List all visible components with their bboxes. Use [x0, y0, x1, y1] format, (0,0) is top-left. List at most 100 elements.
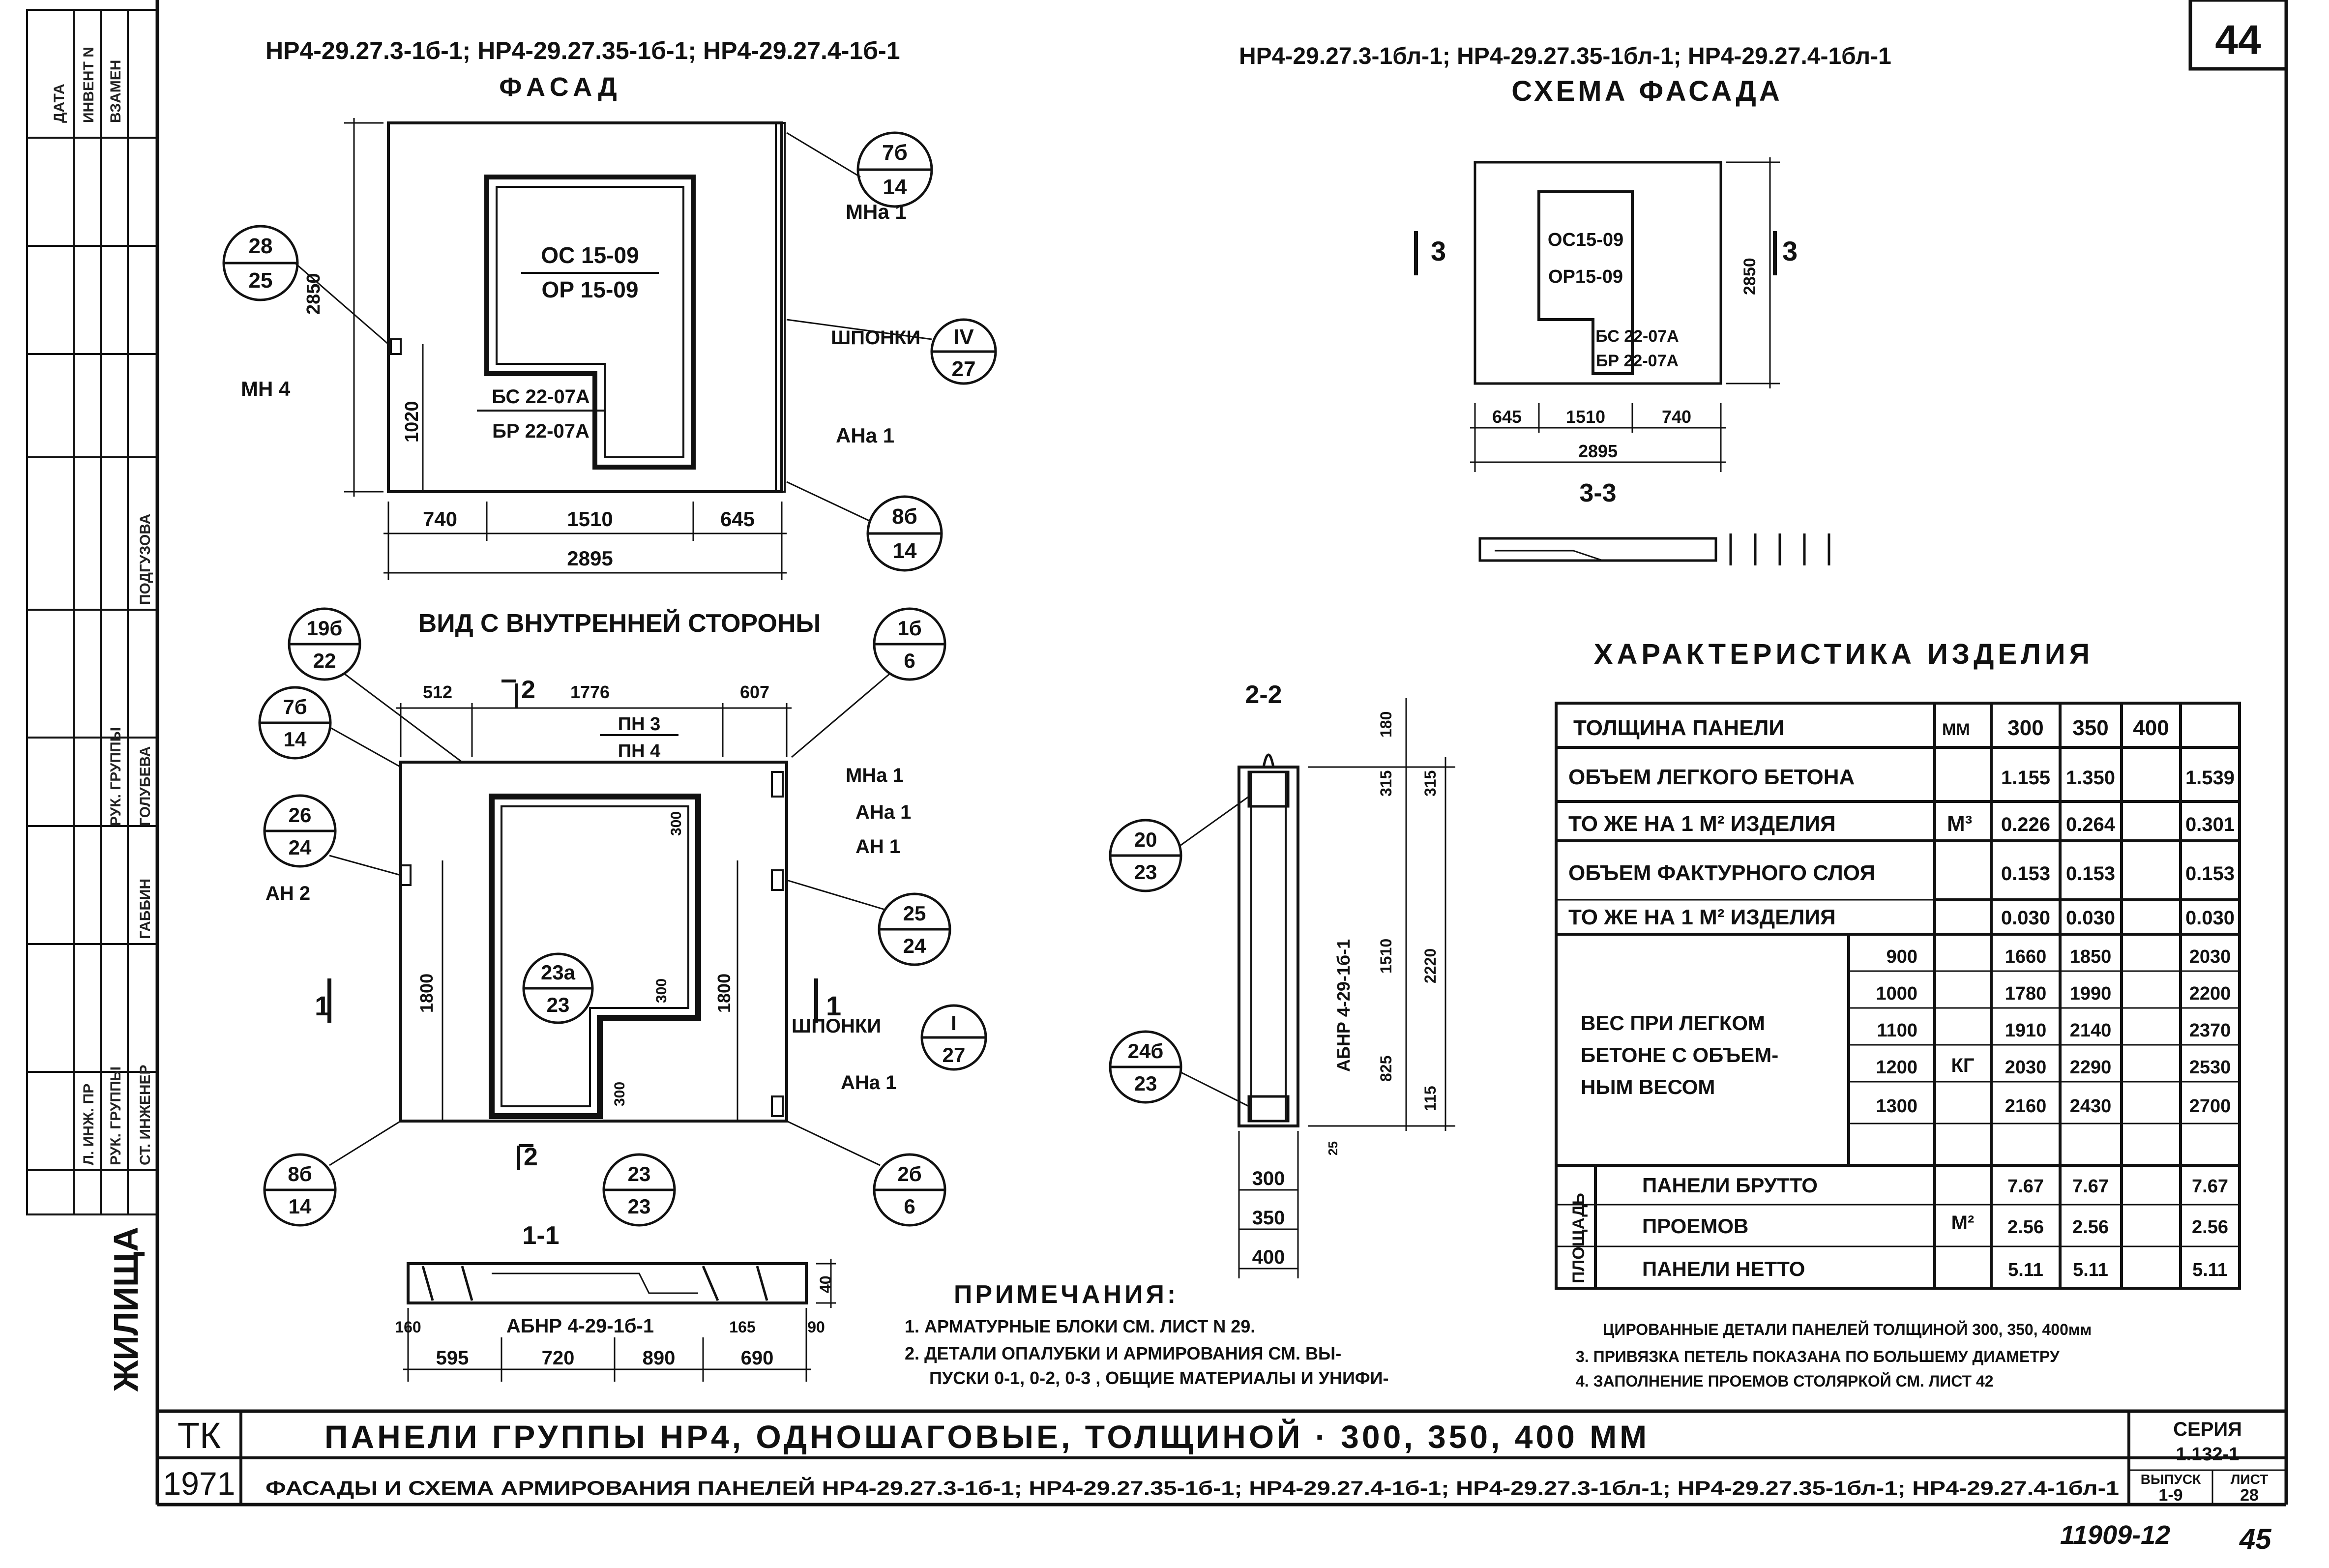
stamp-row: ВЗАМЕН	[108, 60, 124, 123]
weight-density: 1200	[1876, 1057, 1917, 1078]
facade-total-width: 2895	[567, 547, 613, 570]
callout	[258, 686, 401, 768]
section22-dim: 315	[1377, 770, 1395, 797]
scheme-label: БР 22-07А	[1596, 352, 1679, 370]
stamp-row: ИНВЕНТ N	[81, 47, 97, 123]
stamp-row: РУК. ГРУППЫ	[108, 727, 124, 826]
stamp-row: ГАББИН	[137, 879, 153, 939]
stamp-rows: ДАТА ИНВЕНТ N ВЗАМЕН ПОДГУЗОВА РУК. ГРУП…	[51, 47, 153, 1165]
sheet-label: ЛИСТ	[2231, 1472, 2268, 1487]
weight-value: 1780	[2005, 983, 2047, 1004]
table-header-value: 300	[2007, 716, 2043, 740]
callout-top: 7б	[882, 141, 908, 165]
weight-value: 2700	[2189, 1096, 2231, 1117]
area-value: 2.56	[2007, 1217, 2044, 1238]
area-value: 5.11	[2073, 1260, 2108, 1280]
scheme-label: БС 22-07А	[1595, 327, 1679, 346]
section11-drawing	[403, 1259, 836, 1382]
section22-dim: 180	[1377, 711, 1395, 738]
inner-height: 1800	[416, 974, 437, 1013]
callout	[263, 794, 401, 876]
callout	[920, 1004, 987, 1071]
note-line: 4. ЗАПОЛНЕНИЕ ПРОЕМОВ СТОЛЯРКОЙ СМ. ЛИСТ…	[1576, 1372, 1994, 1390]
section11-bottom-dim: 890	[643, 1347, 676, 1369]
callout-bottom: 14	[883, 175, 907, 199]
door-label-top: БС 22-07А	[492, 386, 590, 408]
section-mark: 2	[524, 1143, 538, 1171]
section22-dim: 115	[1421, 1086, 1439, 1111]
series-label: СЕРИЯ	[2173, 1419, 2242, 1440]
callout-bottom: 25	[249, 268, 273, 293]
facade-label: ШПОНКИ	[831, 327, 920, 349]
section22-dim: 825	[1377, 1056, 1395, 1082]
window-label-top: ОС 15-09	[541, 242, 639, 268]
callout	[288, 607, 463, 763]
volume-row-label: ОБЪЕМ ФАКТУРНОГО СЛОЯ	[1568, 861, 1875, 885]
weight-value: 2160	[2005, 1096, 2047, 1117]
inner-top-label: ПН 4	[618, 741, 660, 762]
section11-dim: 165	[729, 1318, 755, 1336]
callout-top: 26	[289, 803, 312, 827]
section11-dim: 40	[817, 1275, 834, 1293]
table-header-value: 350	[2072, 716, 2108, 740]
area-label: ПЛОЩАДЬ	[1569, 1193, 1588, 1283]
callout-top: 23	[628, 1162, 651, 1185]
scheme-label: ОС15-09	[1548, 230, 1623, 250]
approval-stamp	[26, 9, 158, 1215]
section22-thickness: 350	[1252, 1207, 1285, 1229]
callout-top: 8б	[892, 504, 917, 529]
volume-row-value: 0.153	[2066, 863, 2115, 885]
callout-bottom: 6	[904, 649, 915, 672]
note-line: 3. ПРИВЯЗКА ПЕТЕЛЬ ПОКАЗАНА ПО БОЛЬШЕМУ …	[1576, 1348, 2060, 1365]
weight-value: 1660	[2005, 947, 2047, 967]
section11-dim: 90	[807, 1318, 825, 1336]
title-block-text: ТК 1971 ПАНЕЛИ ГРУППЫ НР4, ОДНОШАГОВЫЕ, …	[163, 1415, 2269, 1505]
scheme-dim: 645	[1492, 407, 1522, 427]
weight-value: 1850	[2070, 947, 2112, 967]
weight-value: 2030	[2005, 1057, 2047, 1078]
door-label-bottom: БР 22-07А	[492, 420, 590, 442]
callout-bottom: 22	[313, 649, 336, 672]
callout-bottom: 23	[547, 993, 570, 1016]
volume-row-label: ТО ЖЕ НА 1 М² ИЗДЕЛИЯ	[1568, 905, 1836, 929]
section22-thickness: 300	[1252, 1168, 1285, 1189]
characteristics-text: ТОЛЩИНА ПАНЕЛИ ММ 300 350 400 ОБЪЕМ ЛЕГК…	[1568, 716, 2235, 1283]
area-value: 5.11	[2008, 1260, 2043, 1280]
inner-right-label: АН 1	[855, 836, 900, 858]
weight-value: 1910	[2005, 1020, 2047, 1041]
section11-bottom-dim: 720	[542, 1347, 575, 1369]
area-row-label: ПАНЕЛИ БРУТТО	[1642, 1174, 1818, 1197]
section22-dim: 1510	[1377, 939, 1395, 974]
callout-top: 23а	[541, 961, 576, 984]
area-unit: М²	[1951, 1212, 1975, 1234]
facade-dim-1: 740	[423, 507, 457, 531]
scheme-section-mark: 3	[1431, 236, 1446, 266]
stamp-row: ПОДГУЗОВА	[137, 514, 153, 605]
issue-label: ВЫПУСК	[2141, 1472, 2201, 1487]
callout-bottom: 24	[289, 836, 312, 859]
callout	[263, 1120, 401, 1227]
sheet-frame	[155, 0, 2288, 1507]
area-row-label: ПРОЕМОВ	[1642, 1214, 1748, 1238]
callout-top: IV	[953, 325, 974, 349]
callout	[786, 131, 933, 208]
callout	[786, 879, 951, 966]
table-header-value: 400	[2133, 716, 2169, 740]
stamp-vertical-label: ЖИЛИЩА	[107, 1227, 145, 1392]
callout	[786, 481, 943, 572]
issue-value: 1-9	[2158, 1486, 2182, 1505]
sheet-value: 28	[2240, 1486, 2259, 1505]
inner-top-dim: 1776	[570, 682, 610, 702]
note-line: ЦИРОВАННЫЕ ДЕТАЛИ ПАНЕЛЕЙ ТОЛЩИНОЙ 300, …	[1603, 1321, 2092, 1338]
stamp-row: Л. ИНЖ. ПР	[81, 1084, 97, 1165]
scheme-section-title: 3-3	[1579, 479, 1616, 507]
scheme-dim: 1510	[1566, 407, 1605, 427]
scheme-section-mark: 3	[1782, 236, 1798, 266]
callout-top: 7б	[283, 695, 307, 718]
scheme-height-dim: 2850	[1740, 258, 1759, 295]
volume-row-value: 0.153	[2001, 863, 2050, 885]
year: 1971	[163, 1465, 236, 1502]
inner-view-title: ВИД С ВНУТРЕННЕЙ СТОРОНЫ	[418, 609, 821, 638]
callout-bottom: 27	[952, 357, 976, 381]
volume-row-value: 0.301	[2185, 814, 2235, 835]
